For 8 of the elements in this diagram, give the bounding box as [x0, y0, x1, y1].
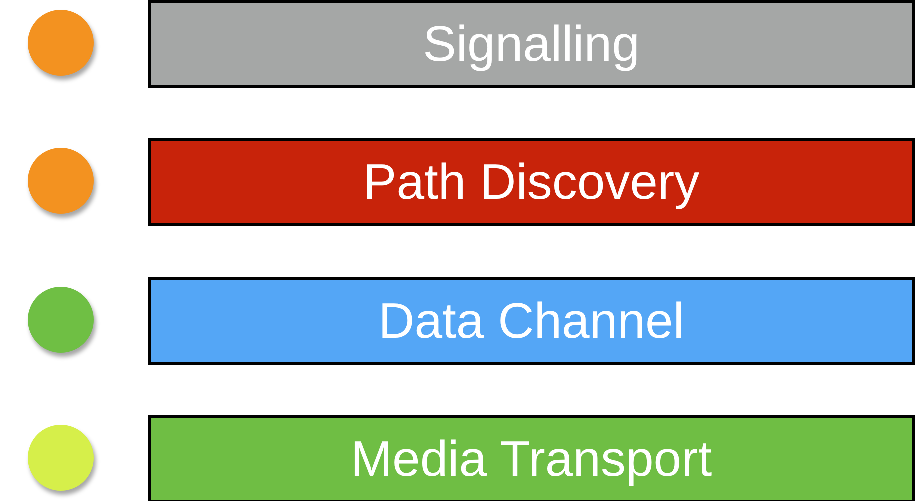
layer-label: Media Transport [350, 434, 712, 484]
layer-box [148, 415, 915, 501]
layer-box [148, 0, 915, 88]
layer-box [148, 277, 915, 365]
layer-box [148, 138, 915, 226]
layer-label: Path Discovery [363, 157, 700, 207]
layer-label: Signalling [423, 19, 640, 69]
layer-label: Data Channel [378, 296, 684, 346]
